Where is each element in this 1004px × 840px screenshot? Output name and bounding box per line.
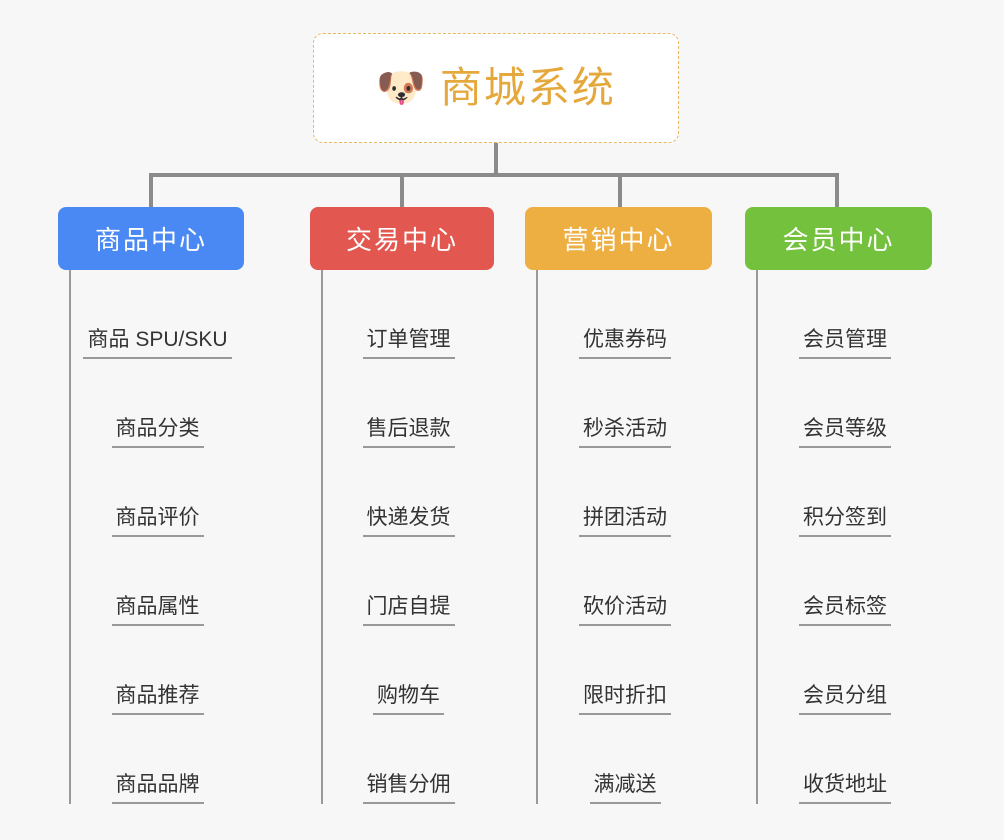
leaf-label: 商品分类 bbox=[111, 417, 204, 448]
category-column-member-center: 会员中心 会员管理 会员等级 积分签到 会员标签 会员分组 收货地址 bbox=[745, 207, 932, 804]
leaf-label: 购物车 bbox=[373, 684, 444, 715]
connector-drop-trade-center bbox=[400, 173, 404, 207]
list-item[interactable]: 砍价活动 bbox=[538, 537, 712, 626]
list-item[interactable]: 满减送 bbox=[538, 715, 712, 804]
leaf-label: 砍价活动 bbox=[579, 595, 671, 626]
list-item[interactable]: 售后退款 bbox=[323, 359, 494, 448]
leaf-label: 拼团活动 bbox=[579, 506, 671, 537]
category-column-marketing-center: 营销中心 优惠券码 秒杀活动 拼团活动 砍价活动 限时折扣 满减送 bbox=[525, 207, 712, 804]
leaf-label: 优惠券码 bbox=[579, 328, 671, 359]
list-item[interactable]: 会员管理 bbox=[758, 270, 932, 359]
list-item[interactable]: 购物车 bbox=[323, 626, 494, 715]
category-column-trade-center: 交易中心 订单管理 售后退款 快递发货 门店自提 购物车 销售分佣 bbox=[310, 207, 494, 804]
leaf-label: 会员管理 bbox=[799, 328, 891, 359]
leaf-list-trade-center: 订单管理 售后退款 快递发货 门店自提 购物车 销售分佣 bbox=[321, 270, 494, 804]
category-header-label: 交易中心 bbox=[345, 225, 458, 255]
connector-drop-marketing-center bbox=[618, 173, 622, 207]
list-item[interactable]: 拼团活动 bbox=[538, 448, 712, 537]
category-header-product-center[interactable]: 商品中心 bbox=[58, 207, 244, 270]
list-item[interactable]: 商品属性 bbox=[71, 537, 244, 626]
list-item[interactable]: 快递发货 bbox=[323, 448, 494, 537]
connector-drop-member-center bbox=[835, 173, 839, 207]
list-item[interactable]: 订单管理 bbox=[323, 270, 494, 359]
leaf-label: 会员标签 bbox=[799, 595, 891, 626]
list-item[interactable]: 收货地址 bbox=[758, 715, 932, 804]
leaf-label: 限时折扣 bbox=[579, 684, 671, 715]
list-item[interactable]: 商品推荐 bbox=[71, 626, 244, 715]
category-header-label: 商品中心 bbox=[94, 225, 207, 255]
category-header-label: 营销中心 bbox=[562, 225, 675, 255]
list-item[interactable]: 优惠券码 bbox=[538, 270, 712, 359]
leaf-label: 收货地址 bbox=[799, 773, 891, 804]
leaf-label: 商品推荐 bbox=[111, 684, 204, 715]
list-item[interactable]: 商品品牌 bbox=[71, 715, 244, 804]
category-header-marketing-center[interactable]: 营销中心 bbox=[525, 207, 712, 270]
leaf-label: 秒杀活动 bbox=[579, 417, 671, 448]
category-header-label: 会员中心 bbox=[782, 225, 895, 255]
list-item[interactable]: 会员分组 bbox=[758, 626, 932, 715]
leaf-label: 商品属性 bbox=[111, 595, 204, 626]
list-item[interactable]: 商品 SPU/SKU bbox=[71, 270, 244, 359]
root-title: 商城系统 bbox=[439, 64, 616, 111]
leaf-label: 满减送 bbox=[589, 773, 661, 804]
leaf-label: 商品评价 bbox=[111, 506, 204, 537]
connector-drop-product-center bbox=[149, 173, 153, 207]
leaf-label: 订单管理 bbox=[362, 328, 455, 359]
leaf-label: 商品品牌 bbox=[111, 773, 204, 804]
leaf-label: 积分签到 bbox=[799, 506, 891, 537]
root-node[interactable]: 🐶 商城系统 bbox=[313, 33, 679, 143]
leaf-label: 门店自提 bbox=[362, 595, 455, 626]
leaf-label: 售后退款 bbox=[362, 417, 455, 448]
list-item[interactable]: 积分签到 bbox=[758, 448, 932, 537]
list-item[interactable]: 商品评价 bbox=[71, 448, 244, 537]
list-item[interactable]: 门店自提 bbox=[323, 537, 494, 626]
leaf-label: 商品 SPU/SKU bbox=[83, 328, 232, 359]
list-item[interactable]: 秒杀活动 bbox=[538, 359, 712, 448]
category-header-trade-center[interactable]: 交易中心 bbox=[310, 207, 494, 270]
shiba-dog-face-icon: 🐶 bbox=[376, 66, 426, 110]
connector-root-stem bbox=[494, 143, 498, 176]
leaf-list-product-center: 商品 SPU/SKU 商品分类 商品评价 商品属性 商品推荐 商品品牌 bbox=[69, 270, 244, 804]
list-item[interactable]: 会员等级 bbox=[758, 359, 932, 448]
leaf-label: 会员等级 bbox=[799, 417, 891, 448]
connector-horizontal-bus bbox=[149, 173, 839, 177]
leaf-list-member-center: 会员管理 会员等级 积分签到 会员标签 会员分组 收货地址 bbox=[756, 270, 932, 804]
list-item[interactable]: 商品分类 bbox=[71, 359, 244, 448]
list-item[interactable]: 会员标签 bbox=[758, 537, 932, 626]
list-item[interactable]: 限时折扣 bbox=[538, 626, 712, 715]
leaf-list-marketing-center: 优惠券码 秒杀活动 拼团活动 砍价活动 限时折扣 满减送 bbox=[536, 270, 712, 804]
leaf-label: 快递发货 bbox=[362, 506, 455, 537]
category-column-product-center: 商品中心 商品 SPU/SKU 商品分类 商品评价 商品属性 商品推荐 商品品牌 bbox=[58, 207, 244, 804]
category-header-member-center[interactable]: 会员中心 bbox=[745, 207, 932, 270]
list-item[interactable]: 销售分佣 bbox=[323, 715, 494, 804]
leaf-label: 会员分组 bbox=[799, 684, 891, 715]
leaf-label: 销售分佣 bbox=[362, 773, 455, 804]
